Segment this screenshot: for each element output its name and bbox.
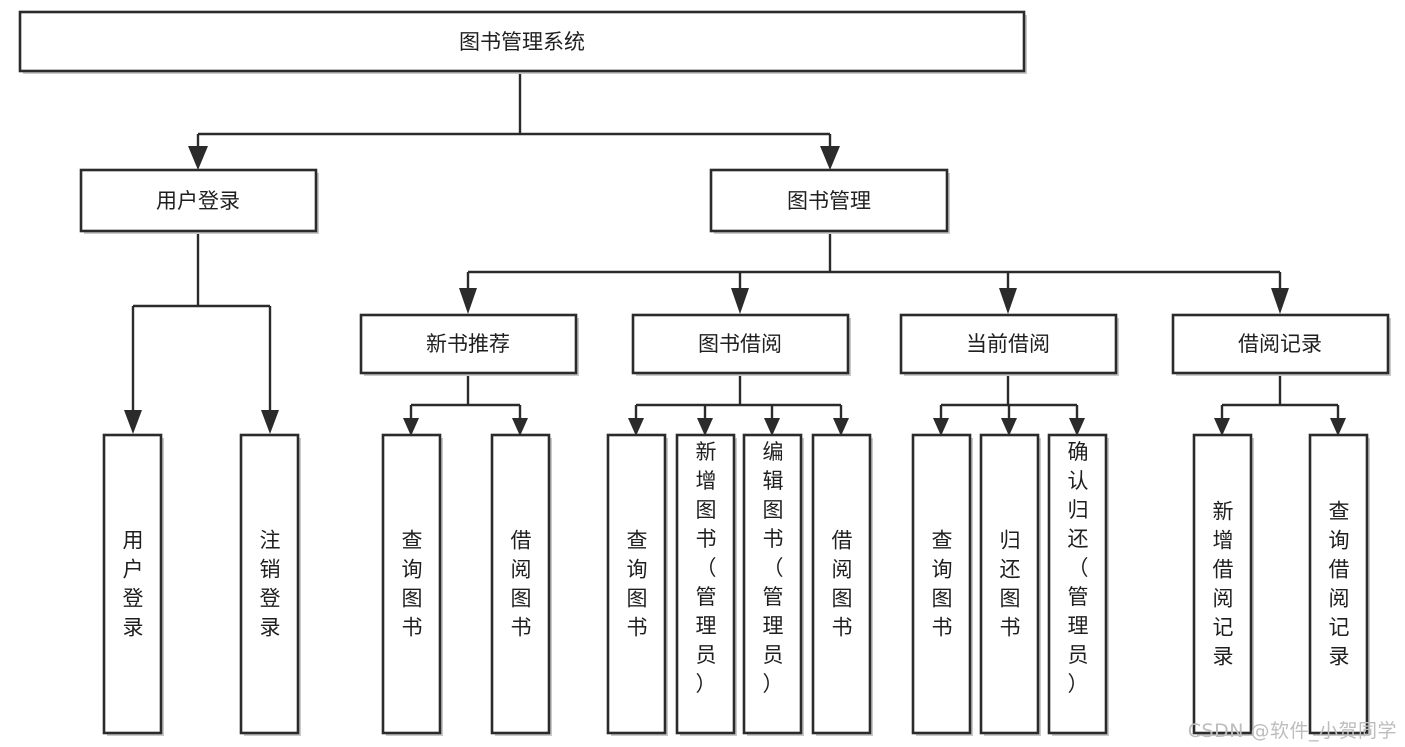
node-leaf-add-book-box (675, 433, 736, 735)
arrowhead-user-login (188, 146, 208, 170)
node-leaf-edit-book[interactable]: 编辑图书（管理员） (742, 433, 804, 736)
node-leaf-borrow-book-1-box (490, 433, 551, 735)
node-leaf-borrow-book-2-box (811, 433, 872, 735)
arrowhead-cb-l1 (933, 418, 949, 436)
node-user-login-box (79, 168, 318, 233)
arrowhead-current-borrow (999, 288, 1017, 314)
node-leaf-return-book[interactable]: 归还图书 (979, 433, 1041, 736)
arrowhead-new-book-rec (459, 288, 477, 314)
node-book-borrow-box (631, 313, 850, 375)
node-leaf-add-record-label: 新增借阅记录 (1213, 500, 1234, 669)
node-current-borrow[interactable]: 当前借阅 (899, 313, 1119, 376)
arrowhead-br-l2 (1330, 418, 1346, 436)
node-current-borrow-label: 当前借阅 (966, 332, 1050, 356)
node-borrow-record-box (1171, 313, 1390, 375)
node-leaf-add-book[interactable]: 新增图书（管理员） (675, 433, 737, 736)
node-new-book-rec-box (359, 313, 578, 375)
arrowhead-cb-l3 (1069, 418, 1085, 436)
node-leaf-logout-box (239, 433, 300, 735)
arrowhead-bb-l4 (833, 418, 849, 436)
node-book-manage-label: 图书管理 (787, 189, 871, 213)
node-leaf-add-book-label: 新增图书（管理员） (696, 440, 717, 696)
node-user-login[interactable]: 用户登录 (79, 168, 319, 234)
node-leaf-query-book-2[interactable]: 查询图书 (606, 433, 668, 736)
node-leaf-query-book-3-box (911, 433, 972, 735)
node-root[interactable]: 图书管理系统 (18, 10, 1027, 74)
node-leaf-return-book-label: 归还图书 (1000, 529, 1021, 640)
arrowhead-borrow-record (1271, 288, 1289, 314)
node-leaf-query-book-1-box (381, 433, 442, 735)
node-leaf-confirm-return-label: 确认归还（管理员） (1068, 440, 1089, 696)
connector-arrowheads (124, 146, 1346, 436)
node-new-book-rec[interactable]: 新书推荐 (359, 313, 579, 376)
arrowhead-cb-l2 (1001, 418, 1017, 436)
node-leaf-user-login-box (102, 433, 163, 735)
node-leaf-edit-book-box (742, 433, 803, 735)
node-leaf-query-record-label: 查询借阅记录 (1329, 500, 1350, 669)
arrowhead-book-borrow (731, 288, 749, 314)
node-leaf-query-book-1-label: 查询图书 (402, 529, 423, 640)
arrowhead-ul-leaf2 (261, 410, 279, 434)
node-leaf-add-record-box (1192, 433, 1253, 735)
node-book-borrow[interactable]: 图书借阅 (631, 313, 851, 376)
node-leaf-return-book-box (979, 433, 1040, 735)
node-book-manage[interactable]: 图书管理 (709, 168, 950, 234)
node-borrow-record[interactable]: 借阅记录 (1171, 313, 1391, 376)
node-leaf-borrow-book-2-label: 借阅图书 (832, 529, 853, 640)
node-leaf-borrow-book-1[interactable]: 借阅图书 (490, 433, 552, 736)
arrowhead-br-l1 (1214, 418, 1230, 436)
node-leaf-user-login[interactable]: 用户登录 (102, 433, 164, 736)
node-leaf-add-record[interactable]: 新增借阅记录 (1192, 433, 1254, 736)
node-leaf-confirm-return-box (1047, 433, 1108, 735)
node-leaf-query-record-box (1308, 433, 1369, 735)
node-leaf-logout-label: 注销登录 (260, 529, 281, 640)
node-leaf-query-book-2-label: 查询图书 (627, 529, 648, 640)
node-leaf-confirm-return[interactable]: 确认归还（管理员） (1047, 433, 1109, 736)
node-book-borrow-label: 图书借阅 (698, 332, 782, 356)
arrowhead-book-manage (820, 146, 840, 170)
node-leaf-query-book-1[interactable]: 查询图书 (381, 433, 443, 736)
node-leaf-borrow-book-1-label: 借阅图书 (511, 529, 532, 640)
arrowhead-nbr-l2 (512, 418, 528, 436)
node-root-box (18, 10, 1026, 73)
node-borrow-record-label: 借阅记录 (1238, 332, 1322, 356)
arrowhead-bb-l3 (764, 418, 780, 436)
connector-lines (131, 72, 1340, 418)
node-leaf-query-book-3-label: 查询图书 (932, 529, 953, 640)
node-leaf-edit-book-label: 编辑图书（管理员） (763, 440, 784, 696)
node-leaf-query-record[interactable]: 查询借阅记录 (1308, 433, 1370, 736)
node-user-login-label: 用户登录 (156, 189, 240, 213)
arrowhead-nbr-l1 (403, 418, 419, 436)
node-leaf-borrow-book-2[interactable]: 借阅图书 (811, 433, 873, 736)
node-new-book-rec-label: 新书推荐 (426, 332, 510, 356)
arrowhead-bb-l2 (697, 418, 713, 436)
node-leaf-query-book-2-box (606, 433, 667, 735)
node-book-manage-box (709, 168, 949, 233)
arrowhead-bb-l1 (628, 418, 644, 436)
arrowhead-ul-leaf1 (124, 410, 142, 434)
node-current-borrow-box (899, 313, 1118, 375)
node-leaf-logout[interactable]: 注销登录 (239, 433, 301, 736)
csdn-watermark: CSDN @软件_小贺同学 (1187, 720, 1397, 742)
node-root-label: 图书管理系统 (459, 30, 585, 54)
node-leaf-query-book-3[interactable]: 查询图书 (911, 433, 973, 736)
node-leaf-user-login-label: 用户登录 (123, 529, 144, 640)
